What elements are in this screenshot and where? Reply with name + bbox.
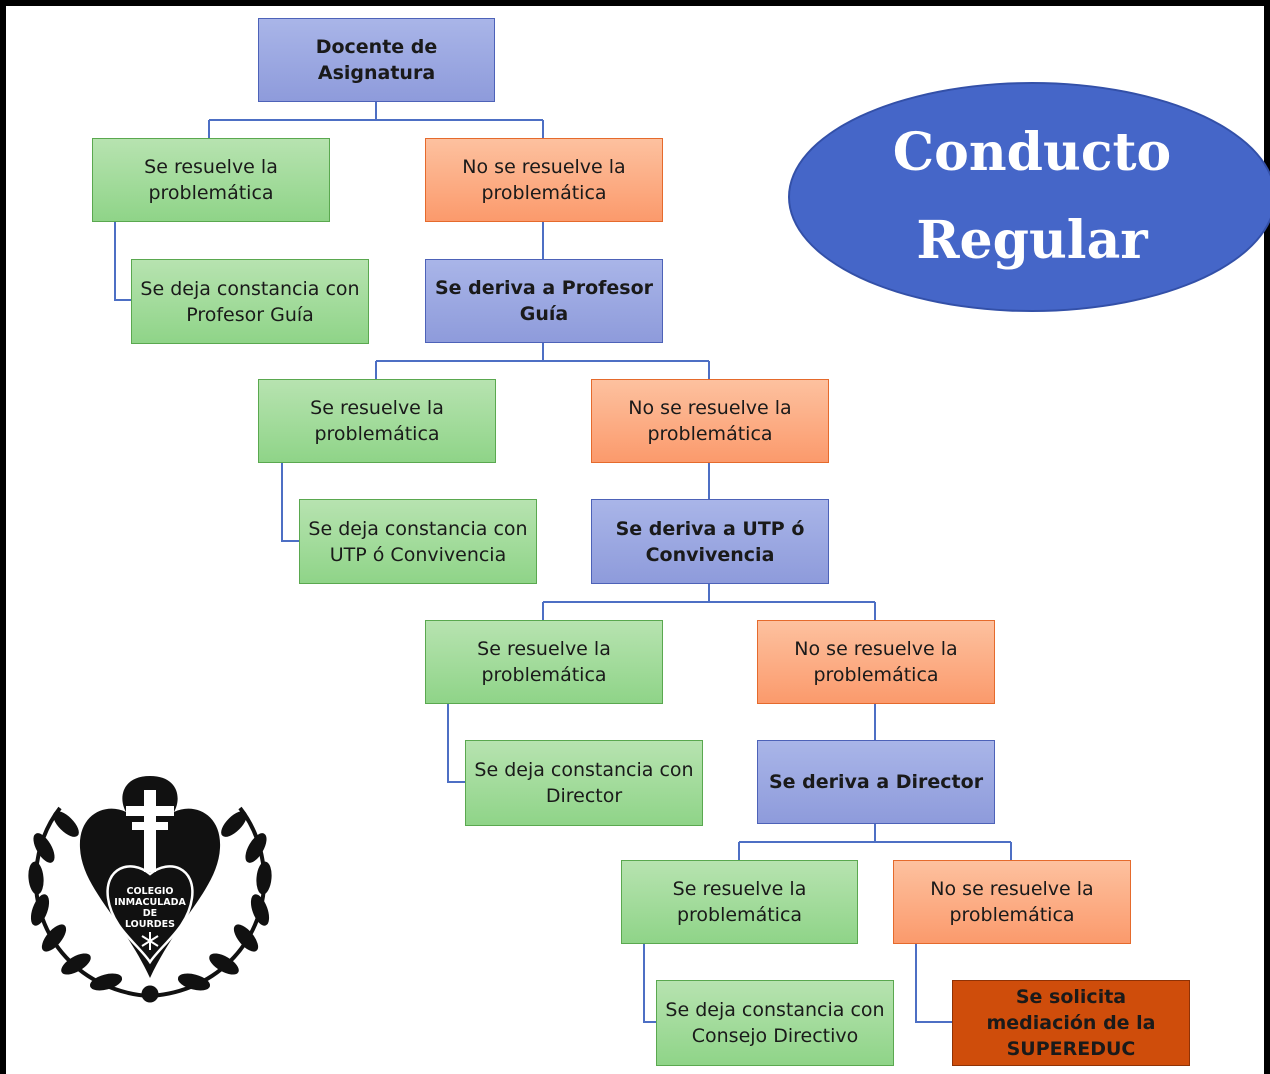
connector xyxy=(114,222,131,301)
node-docente: Docente de Asignatura xyxy=(258,18,495,102)
logo-text-1: COLEGIO xyxy=(127,886,174,897)
connector xyxy=(375,343,710,379)
node-derive-utp: Se deriva a UTP ó Convivencia xyxy=(591,499,829,584)
node-level2-record: Se deja constancia con UTP ó Convivencia xyxy=(299,499,537,584)
node-level3-unresolved: No se resuelve la problemática xyxy=(757,620,995,704)
node-supereduc: Se solicita mediación de la SUPEREDUC xyxy=(952,980,1190,1066)
node-level1-unresolved: No se resuelve la problemática xyxy=(425,138,663,222)
logo-text-4: LOURDES xyxy=(125,919,175,930)
node-level4-resolved: Se resuelve la problemática xyxy=(621,860,858,944)
node-level3-resolved: Se resuelve la problemática xyxy=(425,620,663,704)
cross-icon xyxy=(126,790,174,872)
connector xyxy=(915,944,952,1023)
connector xyxy=(542,584,876,620)
monogram-icon xyxy=(141,932,159,950)
node-level1-record: Se deja constancia con Profesor Guía xyxy=(131,259,369,344)
node-level4-unresolved: No se resuelve la problemática xyxy=(893,860,1131,944)
laurel-wreath xyxy=(28,806,272,1003)
node-level3-record: Se deja constancia con Director xyxy=(465,740,703,826)
node-level1-resolved: Se resuelve la problemática xyxy=(92,138,330,222)
connector xyxy=(208,102,544,138)
title-line-1: Conducto xyxy=(892,122,1172,183)
connector xyxy=(281,463,299,542)
node-level2-unresolved: No se resuelve la problemática xyxy=(591,379,829,463)
logo-text-2: INMACULADA xyxy=(114,897,186,908)
node-derive-profesor-guia: Se deriva a Profesor Guía xyxy=(425,259,663,343)
heart-emblem xyxy=(79,776,221,978)
connector xyxy=(643,944,656,1023)
title-ellipse: Conducto Regular xyxy=(788,82,1270,312)
logo-text-3: DE xyxy=(143,908,157,919)
node-level2-resolved: Se resuelve la problemática xyxy=(258,379,496,463)
connector xyxy=(738,824,1012,860)
node-level4-record: Se deja constancia con Consejo Directivo xyxy=(656,980,894,1066)
connector xyxy=(447,704,465,783)
title-line-2: Regular xyxy=(916,210,1148,271)
school-seal-logo: COLEGIO INMACULADA DE LOURDES xyxy=(28,776,272,1003)
node-derive-director: Se deriva a Director xyxy=(757,740,995,824)
